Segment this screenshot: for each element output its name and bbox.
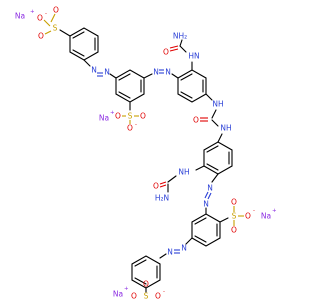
benzene-ring-c [177, 69, 207, 103]
azo-n-3a: N [207, 184, 213, 193]
sulfonate-charge-b: - [135, 122, 137, 128]
sulfonate-o-top-3: O [38, 32, 44, 41]
sulfonate-charge-e: - [253, 208, 255, 214]
sulfonate-s-b: S [128, 112, 133, 121]
na-label-top: Na [15, 12, 25, 21]
azo-n-1b: N [104, 68, 110, 77]
bridge-o: O [193, 116, 199, 125]
benzene-ring-b [115, 69, 145, 103]
benzene-ring-f [131, 255, 161, 289]
sulfonate-charge-f: - [163, 289, 165, 295]
urea-o-d: O [153, 182, 159, 191]
sulfonate-o-top-2: O [53, 6, 59, 15]
azo-group-2: N N [143, 68, 179, 79]
urea-group-d: NH O H₂N [153, 165, 205, 203]
sulfonate-ring-e: S O O - O Na + [219, 198, 277, 235]
na-charge-top: + [30, 9, 35, 15]
sulfonate-ring-f: S O O O - Na + [113, 280, 165, 300]
azo-group-1: N N [83, 59, 117, 79]
sulfonate-o-b3: O [127, 124, 133, 133]
sulfonate-o-f1: O [131, 292, 137, 300]
urea-group-c: HN NH₂ O [163, 32, 200, 71]
azo-group-4: N N [159, 237, 193, 259]
na-charge-f: + [124, 286, 129, 292]
urea-nh-d: NH [178, 168, 189, 177]
azo-n-2a: N [153, 68, 159, 77]
benzene-ring-a [69, 27, 99, 61]
azo-n-3b: N [203, 200, 209, 209]
sulfonate-o-top-1: O [37, 14, 43, 23]
na-charge-b: + [110, 110, 115, 116]
benzene-ring-e [191, 213, 221, 247]
sulfonate-o-e3: O [231, 226, 237, 235]
bridge-nh-2: NH [220, 124, 231, 133]
sulfonate-s-f: S [144, 292, 149, 300]
bridge-nh-1: NH [212, 100, 223, 109]
top-sodium-ion: Na + [15, 9, 35, 21]
sulfonate-o-b2: O [140, 112, 146, 121]
azo-n-4a: N [181, 244, 187, 253]
chemical-structure-diagram: Na + O - O S O N N S O O [14, 5, 277, 300]
sulfonate-o-f3: O [143, 280, 149, 289]
benzene-ring-d [203, 141, 233, 175]
sulfonate-s-e: S [232, 212, 237, 221]
sulfonate-o-e1: O [231, 198, 237, 207]
na-label-f: Na [113, 290, 123, 299]
urea-bridge: NH O NH [193, 93, 232, 143]
urea-hn-c: HN [188, 52, 199, 61]
sulfonate-s-top: S [53, 24, 58, 33]
sulfonate-o-b1: O [115, 112, 121, 121]
sulfonate-o-f2: O [155, 292, 161, 300]
na-charge-e: + [272, 208, 277, 214]
azo-group-3: N N [203, 173, 219, 215]
urea-h2n-d: H₂N [155, 194, 169, 203]
urea-o-c: O [163, 48, 169, 57]
na-label-e: Na [261, 212, 271, 221]
sulfonate-o-e2: O [245, 212, 251, 221]
sulfonate-ring-b: S O O O - Na + [99, 101, 146, 133]
sulfonate-charge-top: - [45, 11, 47, 17]
na-label-b: Na [99, 114, 109, 123]
azo-n-1a: N [91, 66, 97, 75]
azo-n-2b: N [165, 68, 171, 77]
urea-nh2-c: NH₂ [173, 32, 187, 41]
azo-n-4b: N [167, 248, 173, 257]
top-sulfonate-group: O - O S O [37, 6, 71, 41]
